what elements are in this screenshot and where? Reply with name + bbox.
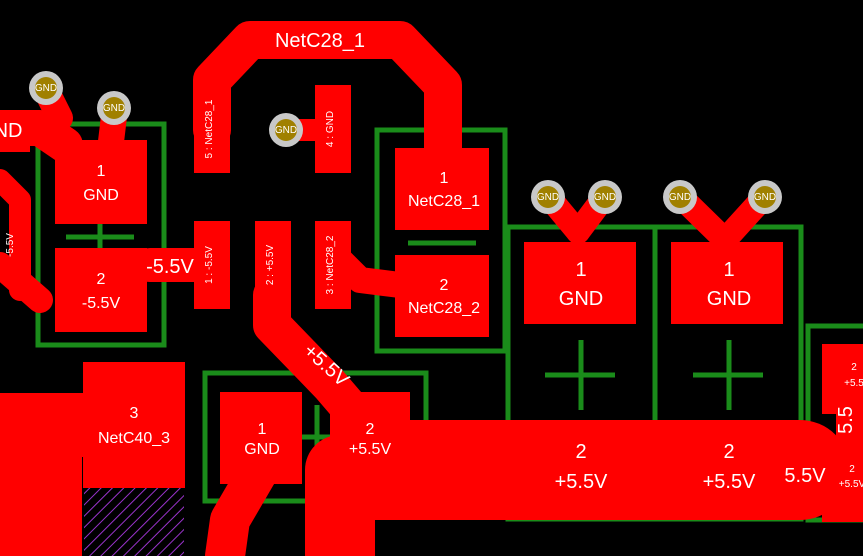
ic-pin-1-label: 1 : -5.5V <box>204 246 215 284</box>
net-label-right-edge: 5.5 <box>835 406 857 434</box>
ic-pin-2-label: 2 : +5.5V <box>265 245 276 286</box>
svg-text:1: 1 <box>258 421 267 438</box>
svg-text:GND: GND <box>669 192 691 203</box>
via-layer: GND GND GND GND GND GND GND <box>29 71 782 214</box>
svg-text:2: 2 <box>851 362 857 373</box>
svg-text:GND: GND <box>594 192 616 203</box>
ic-pin-4 <box>315 85 351 173</box>
pad-layer <box>0 85 863 556</box>
svg-text:3: 3 <box>130 405 139 422</box>
svg-text:GND: GND <box>537 192 559 203</box>
svg-text:GND: GND <box>275 125 297 136</box>
keepout-hatch <box>84 488 184 556</box>
svg-text:GND: GND <box>244 441 280 458</box>
net-label-bus-5v5: 5.5V <box>784 465 826 487</box>
ic-pin-1 <box>194 221 230 309</box>
pad-mid-1 <box>524 242 636 324</box>
via-gnd: GND <box>97 91 131 125</box>
svg-text:GND: GND <box>103 103 125 114</box>
ic-pin-3 <box>315 221 351 309</box>
pad-bot-2 <box>330 392 410 484</box>
svg-text:1: 1 <box>575 259 586 281</box>
ic-pin-2 <box>255 221 291 309</box>
pad-netc40-3 <box>83 362 185 488</box>
svg-text:GND: GND <box>35 83 57 94</box>
svg-text:GND: GND <box>707 288 751 310</box>
pad-labels: 1 GND 2 -5.5V 1 NetC28_1 2 NetC28_2 1 GN… <box>82 163 863 493</box>
svg-text:+5.5V: +5.5V <box>703 471 756 493</box>
ic-pin-4-label: 4 : GND <box>325 111 336 147</box>
svg-text:2: 2 <box>97 271 106 288</box>
svg-text:2: 2 <box>723 441 734 463</box>
pad-left-1 <box>55 140 147 224</box>
svg-text:+5.5V: +5.5V <box>349 441 392 458</box>
pad-right-1 <box>671 242 783 324</box>
svg-text:NetC28_1: NetC28_1 <box>408 193 480 210</box>
svg-text:2: 2 <box>366 421 375 438</box>
svg-text:1: 1 <box>723 259 734 281</box>
svg-text:GND: GND <box>559 288 603 310</box>
svg-text:NetC28_2: NetC28_2 <box>408 300 480 317</box>
net-label-minus-5v5: -5.5V <box>146 256 194 278</box>
ic-pin-5-label: 5 : NetC28_1 <box>204 99 215 158</box>
via-gnd: GND <box>588 180 622 214</box>
svg-text:1: 1 <box>440 170 449 187</box>
pad-c28-2 <box>395 255 489 337</box>
svg-text:1: 1 <box>97 163 106 180</box>
pad-left-2 <box>55 248 147 332</box>
svg-text:GND: GND <box>754 192 776 203</box>
pad-edge-bot <box>822 452 863 522</box>
svg-text:+5.5V: +5.5V <box>555 471 608 493</box>
pad-right-2 <box>671 420 783 520</box>
svg-text:2: 2 <box>440 277 449 294</box>
svg-text:-5.5V: -5.5V <box>82 295 121 312</box>
via-gnd: GND <box>29 71 63 105</box>
pad-bot-1 <box>220 392 302 484</box>
net-label-left-gnd: ND <box>0 120 22 142</box>
svg-text:GND: GND <box>83 187 119 204</box>
ic-pin-5 <box>194 85 230 173</box>
svg-text:2: 2 <box>849 464 855 475</box>
via-gnd: GND <box>531 180 565 214</box>
svg-text:+5.5V: +5.5V <box>839 479 863 490</box>
pad-mid-2 <box>524 420 636 520</box>
ic-pin-3-label: 3 : NetC28_2 <box>325 235 336 294</box>
pad-c28-1 <box>395 148 489 230</box>
net-label-netc28-1: NetC28_1 <box>275 30 365 52</box>
via-gnd: GND <box>269 113 303 147</box>
svg-text:2: 2 <box>575 441 586 463</box>
svg-text:NetC40_3: NetC40_3 <box>98 430 170 447</box>
left-edge-label: -5.5V <box>5 233 16 257</box>
via-gnd: GND <box>663 180 697 214</box>
svg-text:+5.5: +5.5 <box>844 378 863 389</box>
via-gnd: GND <box>748 180 782 214</box>
